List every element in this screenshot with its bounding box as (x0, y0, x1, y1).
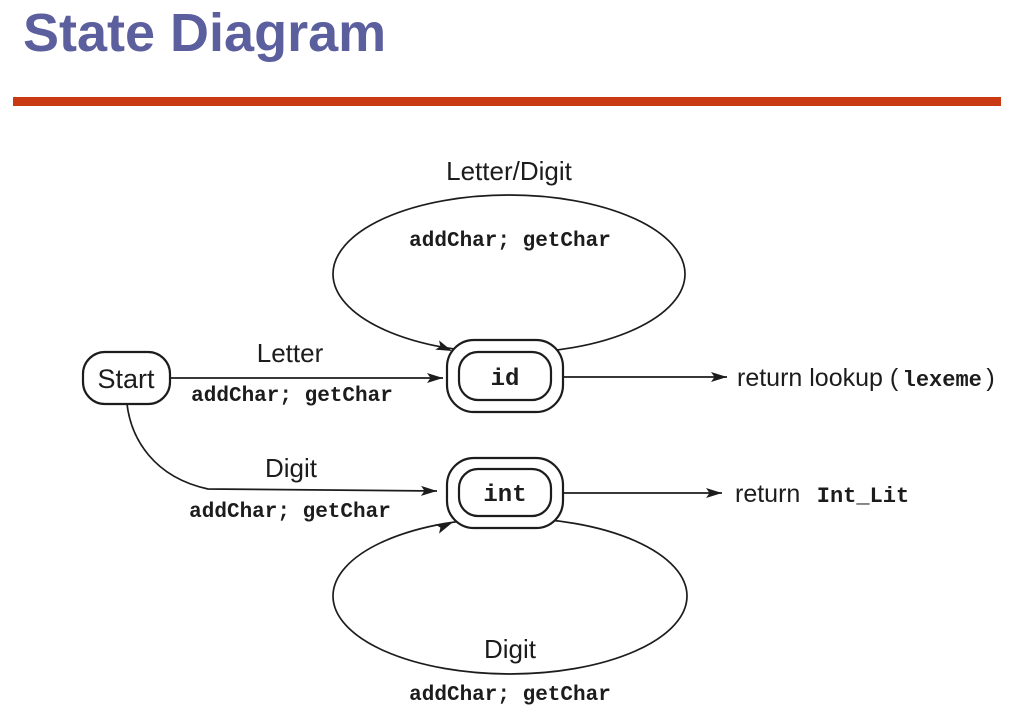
loop-top-ellipse (332, 194, 686, 354)
loop-top-condition-label: Letter/Digit (446, 156, 572, 186)
return-id-suffix: ) (986, 364, 994, 392)
loop-bottom-arrowhead-icon (435, 523, 452, 534)
return-id-prefix: return lookup ( (737, 364, 899, 392)
state-start: Start (81, 350, 172, 406)
return-id-code: lexeme (903, 368, 982, 393)
state-int-label: int (483, 482, 526, 509)
page-title: State Diagram (23, 3, 387, 63)
loop-top-action-label: addChar; getChar (409, 230, 611, 253)
return-id-label: return lookup ( lexeme ) (737, 364, 995, 393)
edge-start-to-int-arrow (126, 403, 438, 496)
state-id-label: id (491, 366, 520, 393)
state-id: id (445, 338, 565, 414)
state-start-label: Start (97, 364, 155, 394)
edge-start-id-action-label: addChar; getChar (191, 385, 393, 408)
return-int-label: return Int_Lit (735, 480, 909, 509)
edge-start-id-condition-label: Letter (257, 338, 324, 368)
loop-bottom-condition-label: Digit (484, 634, 537, 664)
title-rule (13, 97, 1001, 106)
state-start-shape (81, 350, 172, 406)
edge-start-int-condition-label: Digit (265, 453, 318, 483)
return-int-code: Int_Lit (817, 484, 909, 509)
return-int-prefix: return (735, 480, 800, 508)
loop-top-arrowhead-icon (435, 340, 452, 351)
loop-bottom-action-label: addChar; getChar (409, 684, 611, 707)
edge-start-int-action-label: addChar; getChar (189, 501, 391, 524)
state-id-inner-shape (457, 350, 553, 402)
state-int-inner-shape (457, 467, 553, 518)
state-int: int (445, 456, 565, 530)
